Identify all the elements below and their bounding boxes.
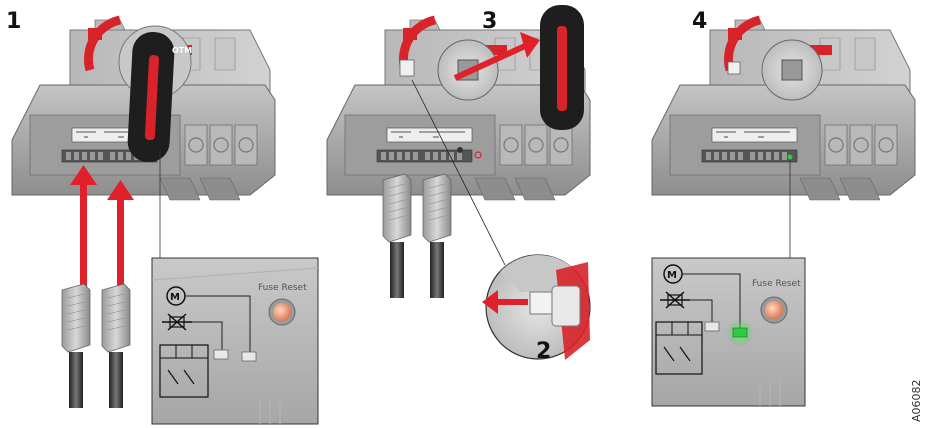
step-4-number: 4 <box>692 9 707 34</box>
remove-arrow-icon <box>453 32 540 81</box>
insert-arrow-icon <box>70 165 134 290</box>
status-led-green <box>732 327 748 338</box>
document-id: A06082 <box>910 379 923 422</box>
fuse-reset-label: Fuse Reset <box>752 279 801 289</box>
connector-plug-right <box>101 283 131 409</box>
connector-plug-right-inserted <box>422 173 452 299</box>
detail-inset-1: M Fuse Reset <box>151 257 319 425</box>
fuse-icon <box>660 291 690 309</box>
fuse-reset-label: Fuse Reset <box>258 283 307 293</box>
rotary-handle <box>118 25 192 162</box>
connector-plug-left-inserted <box>382 173 412 299</box>
svg-text:M: M <box>170 292 180 303</box>
switch-diagram-icon <box>655 321 703 375</box>
step-3-number: 3 <box>482 9 497 34</box>
step-1-number: 1 <box>6 9 21 34</box>
step-2-number: 2 <box>536 339 551 364</box>
panel-step-4: 4 M <box>651 9 915 407</box>
fuse-icon <box>162 313 192 331</box>
panel-step-2-3: 3 2 <box>327 5 590 364</box>
panel-step-1: 1 OTM M <box>6 9 319 425</box>
rotary-handle-removed <box>540 5 584 130</box>
svg-text:OTM: OTM <box>172 46 192 55</box>
fuse-reset-button <box>273 303 291 321</box>
detail-inset-4: M Fuse Reset <box>651 257 806 407</box>
detail-magnifier: 2 <box>482 254 591 364</box>
switch-diagram-icon <box>159 344 209 398</box>
svg-text:M: M <box>667 270 677 281</box>
fuse-reset-button <box>765 301 783 319</box>
connector-plug-left <box>61 283 91 409</box>
